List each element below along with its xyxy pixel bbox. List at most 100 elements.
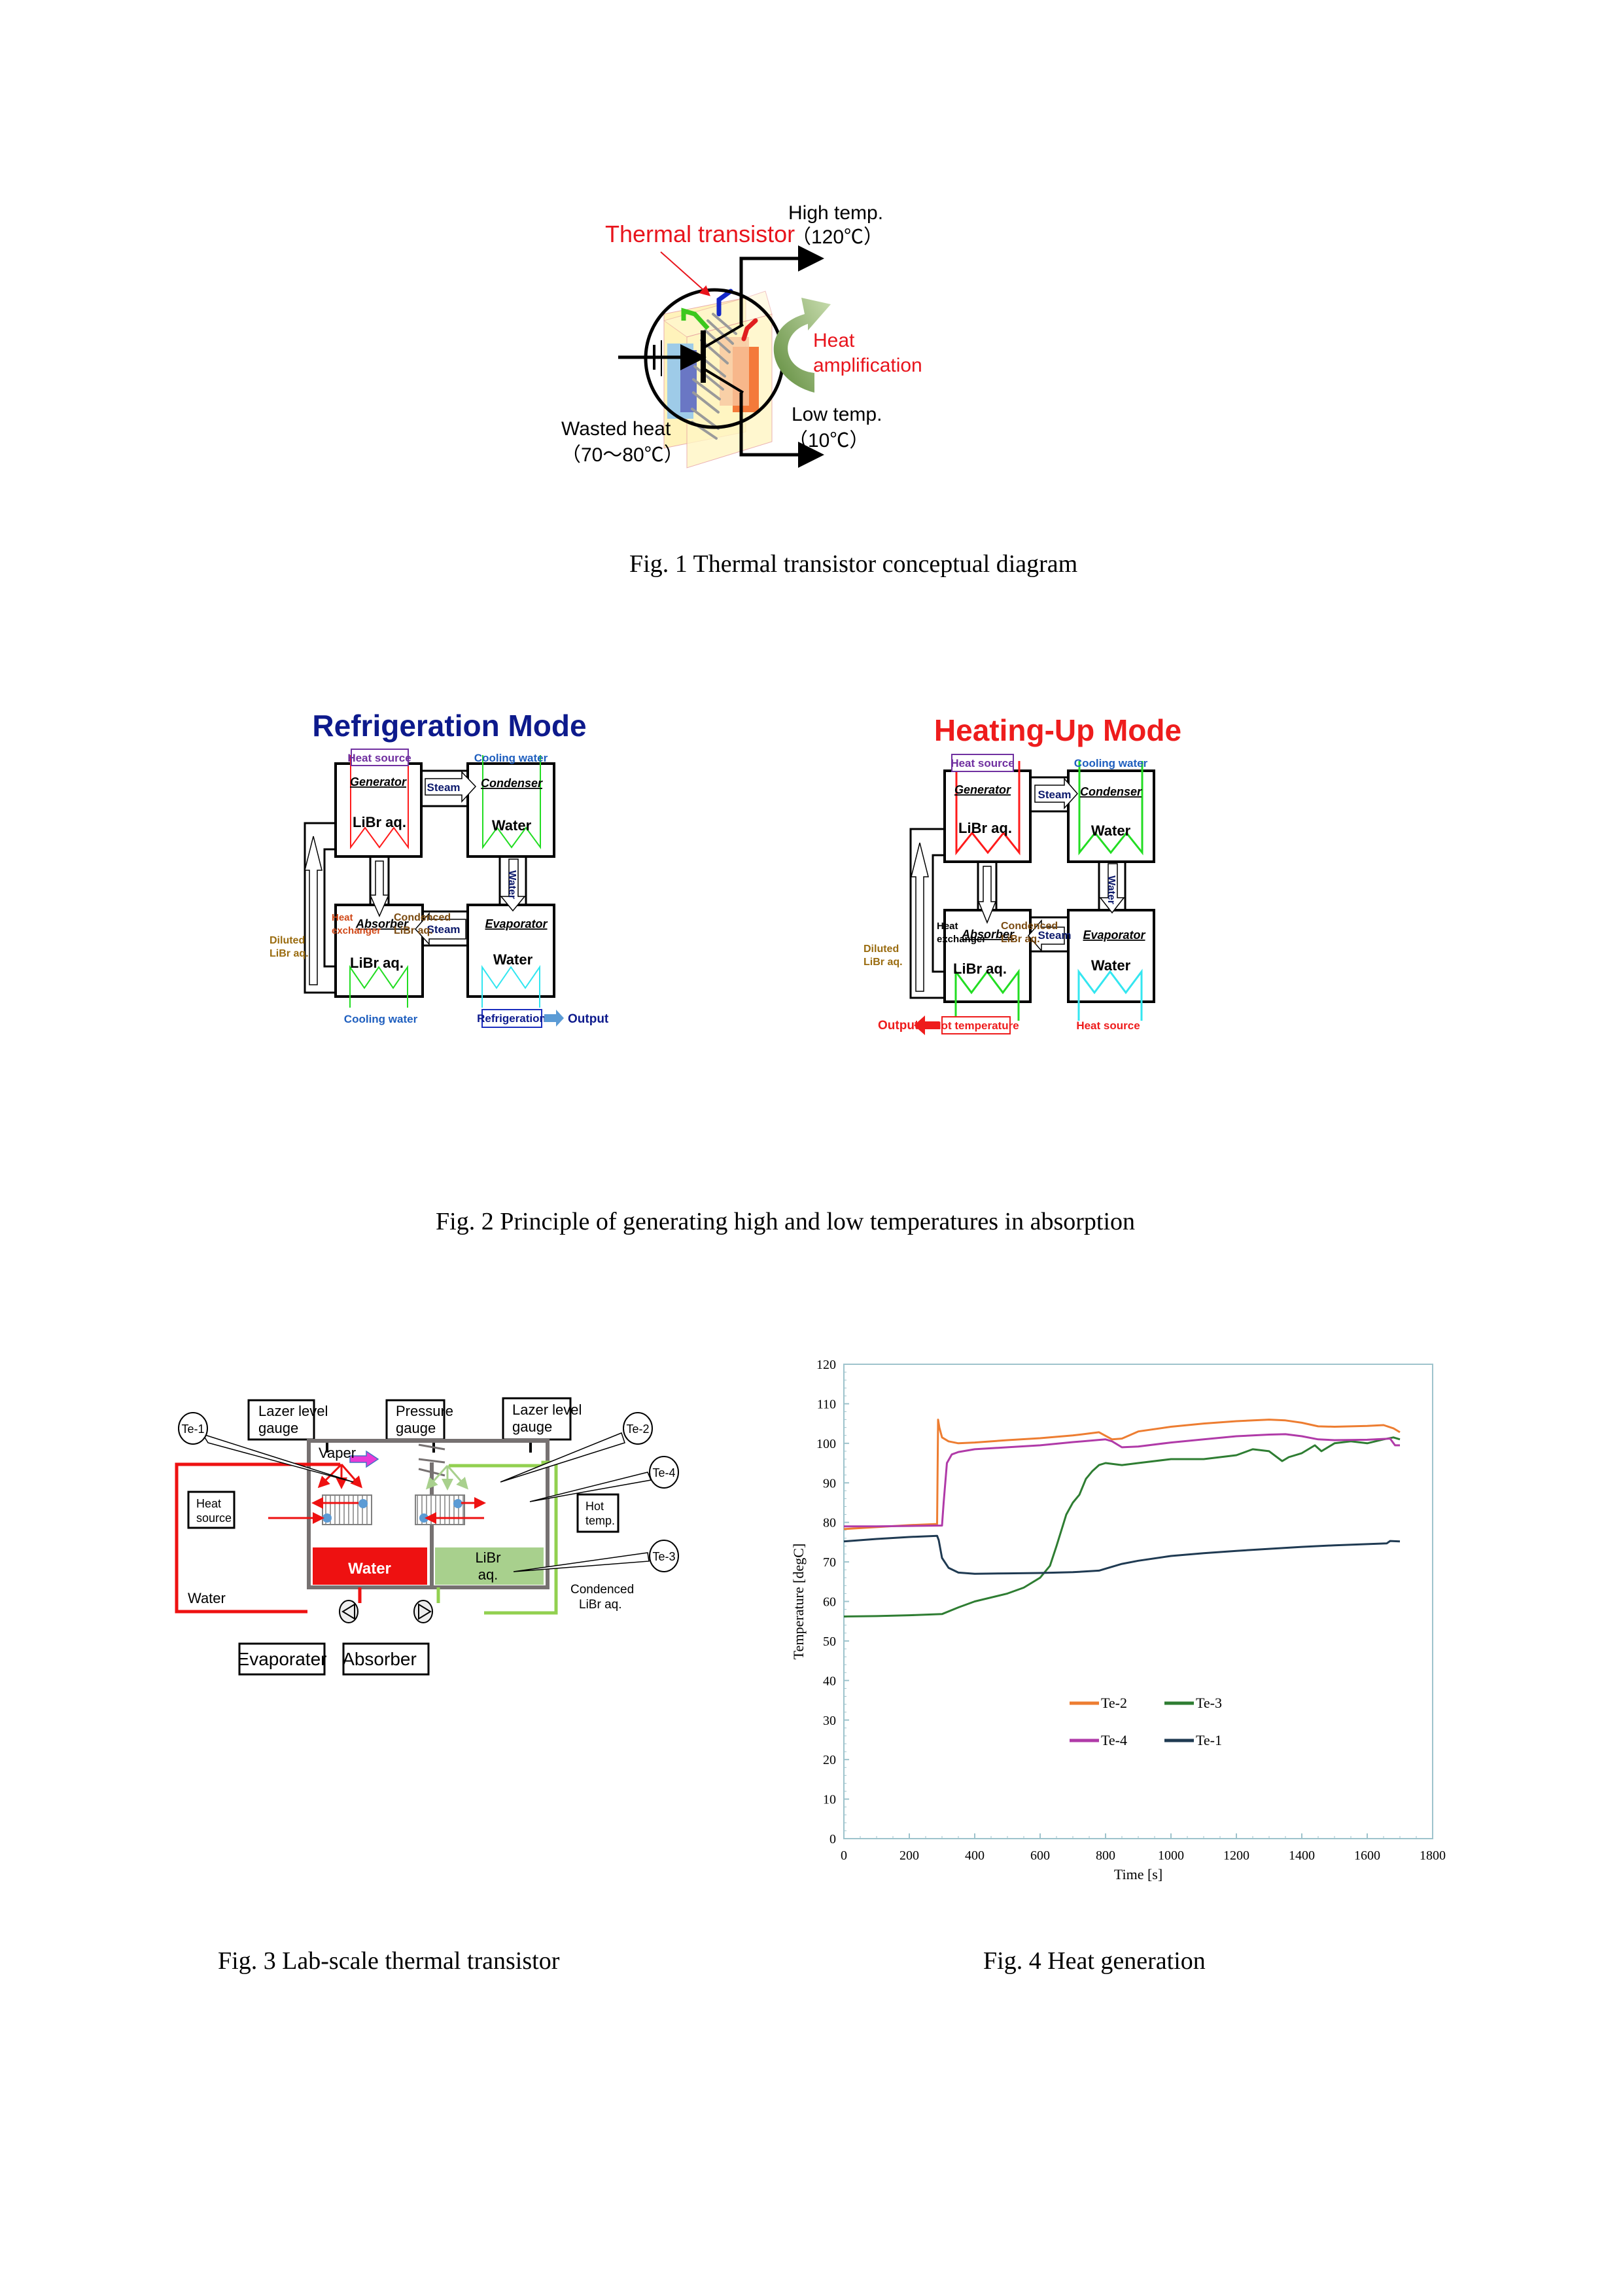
condenser-water-label: Water — [1091, 822, 1131, 839]
y-tick-label: 20 — [823, 1753, 836, 1767]
refrigeration-label: Refrigeration — [477, 1012, 546, 1025]
te3-callout: Te-3 — [513, 1540, 679, 1572]
condenced-label-1: Condenced — [1001, 921, 1058, 932]
y-tick-label: 0 — [829, 1832, 836, 1846]
vapor-arrow-icon — [349, 1450, 379, 1468]
device-illustration — [663, 291, 773, 468]
absorption-modes-diagram: Refrigeration Mode — [270, 709, 1181, 1035]
cooling-water-top-label: Cooling water — [474, 752, 548, 764]
x-tick-label: 1800 — [1420, 1848, 1446, 1863]
condenser-water-label: Water — [492, 817, 532, 834]
y-tick-label: 100 — [816, 1437, 836, 1451]
heating-output-label: Output — [878, 1019, 919, 1033]
te2-callout: Te-2 — [500, 1412, 653, 1483]
condenser-label: Condenser — [481, 777, 543, 790]
y-tick-label: 40 — [823, 1674, 836, 1688]
lazer-left-label-2: gauge — [258, 1420, 298, 1436]
high-temp-value: （120℃） — [792, 226, 883, 248]
diluted-label-1: Diluted — [270, 935, 305, 946]
legend-label-te-2: Te-2 — [1101, 1695, 1127, 1711]
svg-text:Te-1: Te-1 — [181, 1422, 204, 1436]
absorber-box — [342, 1642, 430, 1676]
x-axis-label: Time [s] — [1114, 1866, 1162, 1882]
svg-text:Te-4: Te-4 — [652, 1466, 675, 1479]
heat-source-box — [187, 1491, 236, 1529]
evaporater-label: Evaporater — [237, 1649, 327, 1669]
x-tick-label: 600 — [1030, 1848, 1050, 1863]
absorber-libr-label: LiBr aq. — [953, 961, 1007, 977]
y-tick-label: 60 — [823, 1595, 836, 1610]
evaporator-water-label: Water — [493, 951, 533, 968]
lab-scale-diagram: Lazer level gauge Pressure gauge Lazer l… — [175, 1397, 679, 1676]
generator-libr-label: LiBr aq. — [353, 814, 406, 830]
water-pipe — [175, 1462, 340, 1614]
steam-top-label: Steam — [427, 781, 460, 794]
heat-source-bottom-label: Heat source — [1076, 1019, 1140, 1032]
blue-lead — [716, 289, 733, 317]
low-temp-label: Low temp. — [792, 404, 882, 425]
heat-source-label-1: Heat — [196, 1497, 221, 1510]
steam-top-label: Steam — [1038, 788, 1071, 801]
lazer-right-label-1: Lazer level — [512, 1402, 582, 1418]
generator-label: Generator — [954, 783, 1011, 796]
low-temp-value: （10℃） — [788, 430, 869, 451]
output-arrow-icon — [914, 1016, 939, 1035]
heat-source-label-2: source — [196, 1511, 232, 1525]
series-line-te-4 — [844, 1433, 1400, 1528]
heat-exchanger-label-1: Heat — [937, 921, 958, 932]
condenser-label: Condenser — [1080, 785, 1142, 798]
plot-area — [843, 1364, 1433, 1839]
thermal-transistor-diagram: Thermal transistor High temp. （120℃） Was… — [561, 202, 922, 468]
high-temp-arrow — [739, 245, 824, 326]
absorber-label: Absorber — [961, 928, 1015, 941]
heat-exchanger-label-2: exchanger — [332, 925, 381, 936]
water-tank — [313, 1547, 427, 1585]
series-line-te-3 — [843, 1436, 1401, 1617]
steam-bottom-label: Steam — [427, 923, 460, 936]
evaporator-label: Evaporator — [1083, 928, 1145, 942]
water-line-label: Water — [188, 1590, 226, 1606]
y-axis-label: Temperature [degC] — [790, 1544, 807, 1659]
high-temp-label: High temp. — [788, 202, 883, 224]
te1-callout: Te-1 — [178, 1412, 354, 1483]
x-tick-label: 1200 — [1223, 1848, 1249, 1863]
libr-tank-label-1: LiBr — [475, 1549, 500, 1566]
absorber-label: Absorber — [355, 917, 409, 930]
figure-2-caption: Fig. 2 Principle of generating high and … — [436, 1208, 1136, 1235]
hot-temp-label-2: temp. — [585, 1514, 615, 1527]
vessel — [307, 1439, 550, 1589]
water-tank-label: Water — [348, 1560, 391, 1578]
y-tick-label: 10 — [823, 1793, 836, 1807]
refrigeration-mode-panel: Refrigeration Mode — [270, 709, 609, 1028]
lazer-gauge-right-box — [502, 1397, 572, 1441]
figure-1: Thermal transistor High temp. （120℃） Was… — [556, 183, 1178, 550]
x-tick-label: 1400 — [1289, 1848, 1315, 1863]
absorber-label: Absorber — [342, 1649, 417, 1669]
absorber-libr-label: LiBr aq. — [350, 955, 404, 971]
thermal-transistor-label: Thermal transistor — [605, 221, 795, 247]
evaporater-box — [238, 1642, 326, 1676]
heat-amplification-arrow-icon — [773, 298, 831, 393]
hot-temperature-label: Hot temperature — [933, 1019, 1019, 1032]
right-heat-exchanger — [415, 1494, 465, 1525]
x-tick-label: 0 — [841, 1848, 847, 1863]
libr-tank-label-2: aq. — [478, 1566, 498, 1583]
figure-4-caption: Fig. 4 Heat generation — [983, 1947, 1206, 1975]
condenced-label-2: LiBr aq. — [394, 925, 433, 936]
x-tick-label: 1600 — [1354, 1848, 1380, 1863]
x-tick-label: 1000 — [1158, 1848, 1184, 1863]
svg-text:Te-2: Te-2 — [626, 1422, 649, 1436]
water-flow-label: Water — [1106, 875, 1117, 904]
title-pointer-arrow — [660, 251, 710, 296]
lazer-gauge-left-box — [247, 1399, 315, 1441]
heat-source-label: Heat source — [347, 752, 411, 764]
generator-libr-label: LiBr aq. — [958, 820, 1012, 836]
figure-1-caption: Fig. 1 Thermal transistor conceptual dia… — [629, 550, 1078, 578]
figure-3-caption: Fig. 3 Lab-scale thermal transistor — [218, 1947, 560, 1975]
figure-2: Refrigeration Mode — [262, 700, 1387, 1158]
figure-3: Lazer level gauge Pressure gauge Lazer l… — [164, 1361, 720, 1858]
x-tick-label: 800 — [1096, 1848, 1115, 1863]
pressure-label-2: gauge — [396, 1420, 436, 1436]
vaper-label: Vaper — [319, 1445, 356, 1461]
